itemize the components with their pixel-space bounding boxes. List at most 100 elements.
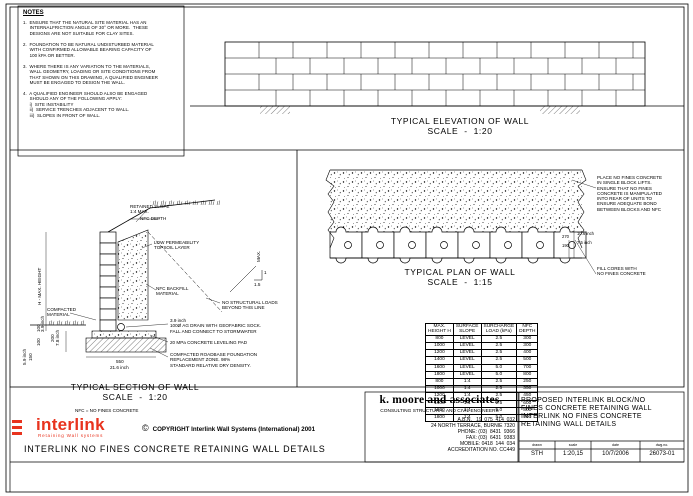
plan-block-core (408, 241, 416, 249)
plan-dim-190: 190 (562, 243, 569, 248)
wall-height-table: MAX. HEIGHT H SURFACE SLOPE SURCHARGE LO… (425, 323, 539, 423)
dim-150: 150 (28, 353, 33, 361)
label-compacted-foundation: COMPACTED ROADBASE FOUNDATION REPLACEMEN… (170, 352, 258, 368)
label-nfc-backfill: NFC BACKFILL MATERIAL (156, 286, 189, 297)
table-cell: LEVEL (452, 356, 482, 365)
note-4: 4. A QUALIFIED ENGINEER SHOULD ALSO BE E… (23, 91, 148, 118)
table-header: NFC DEPTH (516, 323, 539, 336)
copyright-notice: ©COPYRIGHT Interlink Wall Systems (Inter… (142, 423, 315, 433)
table-cell: 1000 (425, 342, 454, 351)
table-cell: LEVEL (452, 342, 482, 351)
label-retained-slope: RETAINED SLOPE 1:4 MAX. (130, 204, 170, 215)
elevation-caption: TYPICAL ELEVATION OF WALL SCALE - 1:20 (390, 116, 530, 136)
company-name: k. moore and associates (379, 394, 500, 406)
table-cell: 2.5 (480, 356, 518, 365)
nfc-definition: NFC = NO FINES CONCRETE (75, 408, 139, 413)
drawing-title: INTERLINK NO FINES CONCRETE RETAINING WA… (24, 444, 326, 454)
table-cell: 1200 (425, 349, 454, 358)
table-cell: 350 (516, 385, 539, 394)
plan-block-core (376, 241, 384, 249)
plan-block-core (440, 241, 448, 249)
interlink-logo-mark (12, 420, 22, 435)
table-cell: 600 (516, 399, 539, 408)
plan-view (325, 169, 597, 275)
plan-dim-inch: 10.6 inch (577, 231, 594, 236)
plan-block-core (344, 241, 352, 249)
label-slope-max: MAX. (256, 250, 261, 262)
inner-border (9, 6, 685, 388)
logo-tagline: Retaining Wall systems (38, 433, 104, 438)
dim-7-8-inch: 7.8 inch (55, 329, 60, 346)
logo-text: interlink (36, 415, 105, 434)
table-cell: 2.5 (480, 378, 518, 387)
plan-dim-inch-2: 7.5 inch (577, 240, 592, 245)
table-cell: 1000 (425, 385, 454, 394)
table-cell: LEVEL (452, 363, 482, 372)
table-cell: 300 (516, 334, 539, 344)
table-cell: 800 (425, 334, 454, 344)
dim-21-6-inch: 21.6 inch (110, 365, 129, 370)
table-header-row: MAX. HEIGHT H SURFACE SLOPE SURCHARGE LO… (425, 323, 539, 336)
elevation-view (190, 41, 684, 114)
sheet-border (5, 3, 689, 493)
table-cell: 5.0 (480, 370, 518, 380)
table-cell: 800 (516, 370, 539, 380)
notes-title: NOTES (23, 10, 44, 16)
label-low-permeability: LOW PERMEABILITY TOPSOIL LAYER (154, 240, 200, 251)
field-value-dwg-no: 26073-01 (649, 451, 675, 457)
plan-note-nfc-lifts: PLACE NO FINES CONCRETE IN SINGLE BLOCK … (597, 175, 663, 212)
table-cell: 500 (516, 356, 539, 365)
table-cell: 2.5 (480, 385, 518, 394)
field-value-scale: 1:20,15 (562, 451, 584, 457)
table-header: SURCHARGE LOAD (kPa) (480, 323, 518, 336)
table-cell: 250 (516, 378, 539, 387)
table-cell: 1600 (425, 363, 454, 372)
company-address: A.B.N. 19 075 414 032 24 NORTH TERRACE, … (430, 417, 515, 453)
label-slope-1-5: 1.5 (254, 282, 261, 287)
table-cell: 1800 (425, 370, 454, 380)
field-label-drawn: drawn (532, 443, 542, 447)
table-cell: 450 (516, 392, 539, 401)
table-cell: 1:4 (452, 385, 482, 394)
table-cell: LEVEL (452, 334, 482, 344)
table-header: SURFACE SLOPE (452, 323, 482, 336)
table-cell: 700 (516, 363, 539, 372)
label-slope-1: 1 (264, 270, 267, 275)
plan-caption: TYPICAL PLAN OF WALL SCALE - 1:15 (404, 267, 516, 287)
plan-block-core (568, 241, 576, 249)
field-value-date: 10/7/2006 (602, 451, 629, 457)
plan-block-core (472, 241, 480, 249)
plan-block-core (504, 241, 512, 249)
label-compacted-material: COMPACTED MATERIAL (47, 307, 77, 318)
dim-3-9-inch: 3.9 inch (40, 315, 45, 332)
plan-note-fill-cores: FILL CORES WITH NO FINES CONCRETE (597, 266, 646, 277)
plan-dim-270: 270 (562, 234, 569, 239)
label-nfc-depth: NFC DEPTH (140, 216, 167, 221)
label-leveling-pad: 20 MPa CONCRETE LEVELING PAD (170, 340, 248, 345)
plan-block-core (536, 241, 544, 249)
field-label-scale: scale (568, 443, 578, 447)
table-cell: 5.0 (480, 363, 518, 372)
note-2: 2. FOUNDATION TO BE NATURAL UNDISTURBED … (23, 42, 154, 58)
copyright-icon: © (142, 423, 149, 433)
field-label-dwg-no: dwg.no. (655, 443, 669, 447)
dim-550: 550 (116, 359, 124, 364)
table-cell: 900 (516, 414, 539, 423)
interlink-logo: interlink Retaining Wall systems (12, 415, 142, 438)
section-caption: TYPICAL SECTION OF WALL SCALE - 1:20 (70, 382, 200, 402)
table-cell: 2.5 (480, 342, 518, 351)
copyright-text: COPYRIGHT Interlink Wall Systems (Intern… (152, 426, 316, 433)
section-view (30, 199, 263, 358)
table-cell: 1:4 (452, 378, 482, 387)
table-cell: LEVEL (452, 349, 482, 358)
